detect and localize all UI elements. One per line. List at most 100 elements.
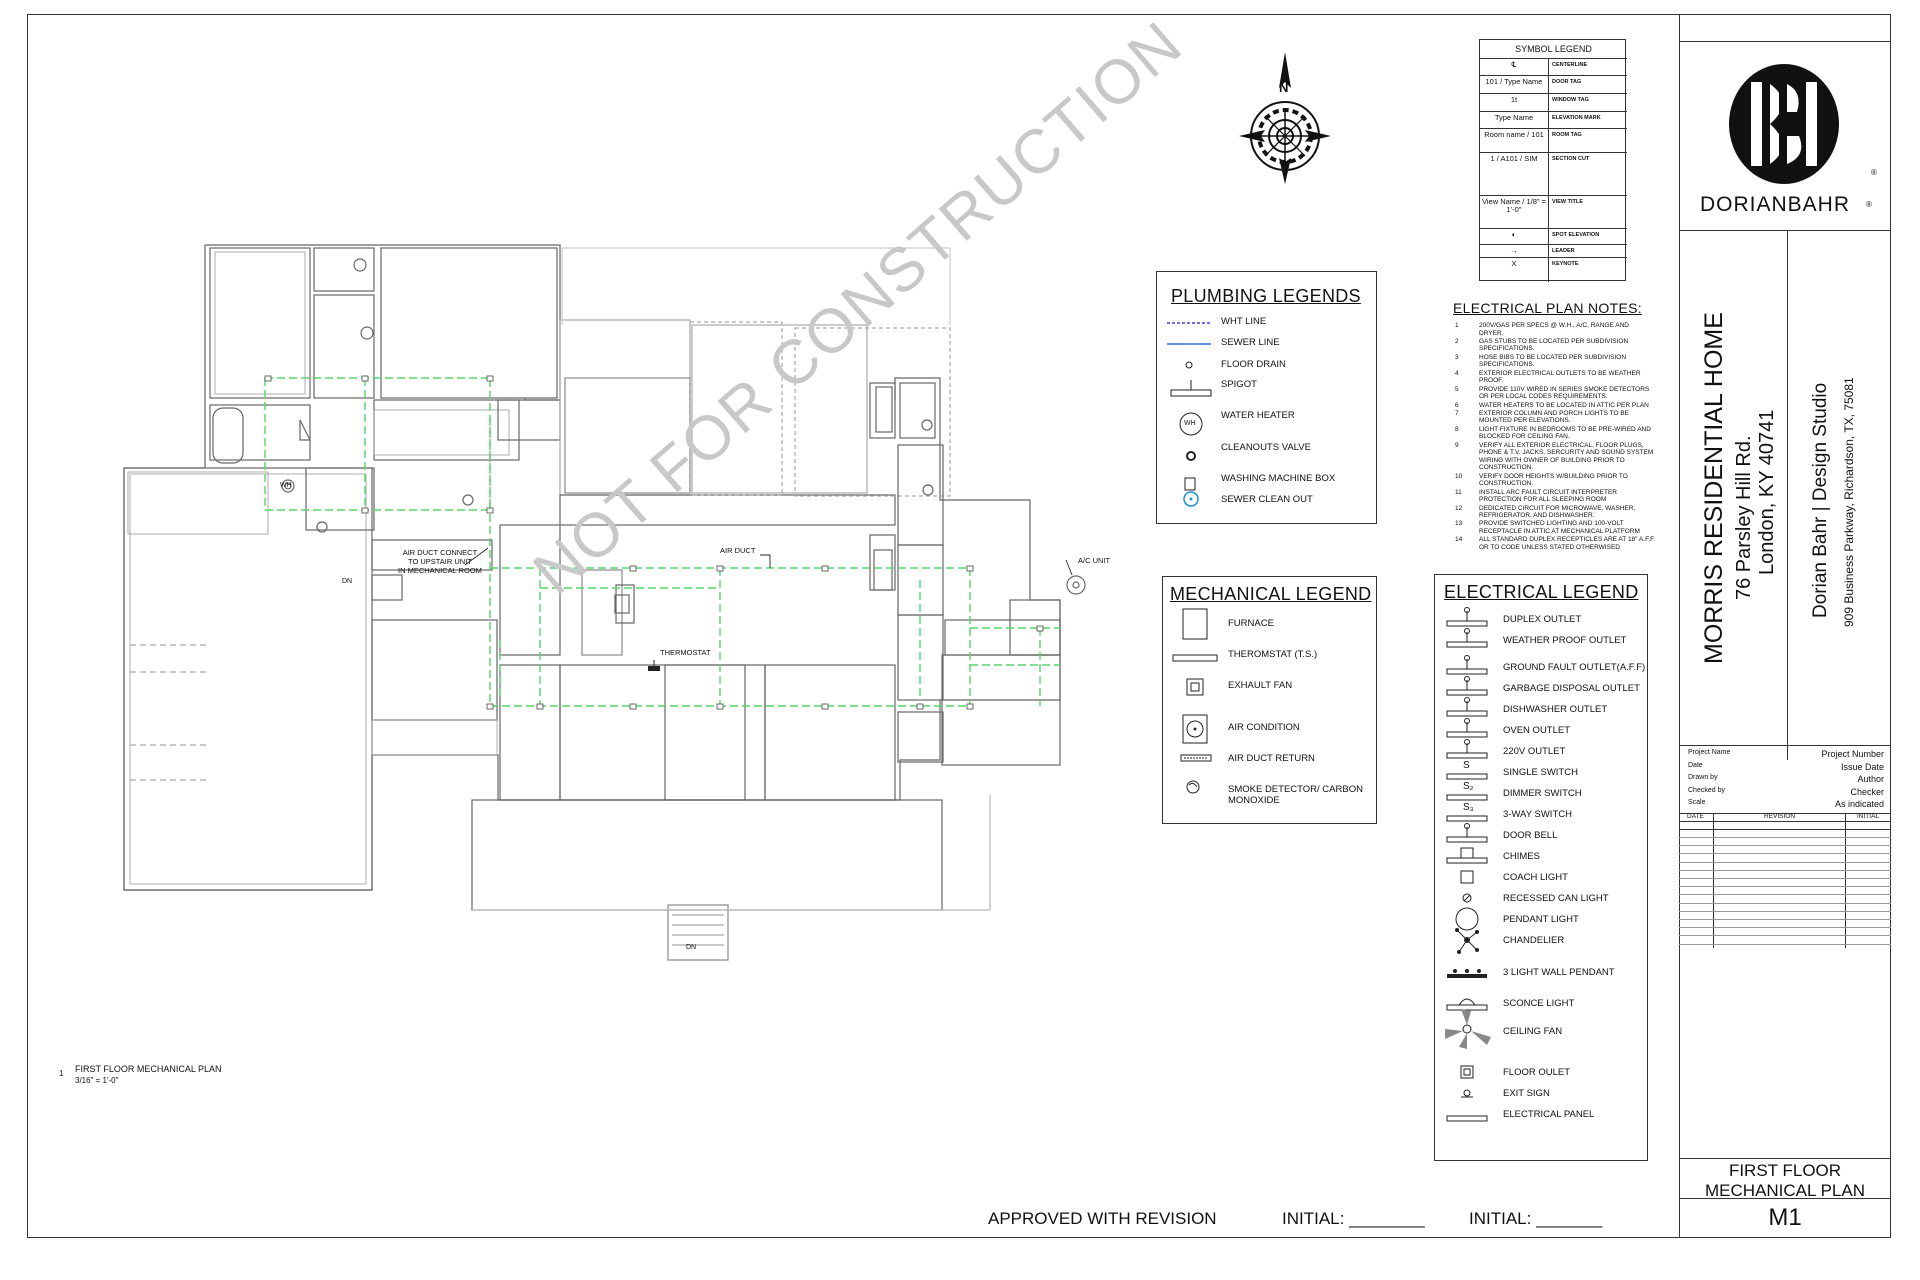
- title-block: [1679, 14, 1891, 1238]
- note-text: OR TO CODE UNLESS STATED OTHERWISED: [1479, 543, 1620, 551]
- electrical-symbol-icon: [1446, 1115, 1488, 1122]
- switch-mark: S₂: [1463, 781, 1474, 792]
- revision-row: [1679, 837, 1891, 838]
- info-value: Author: [1857, 774, 1884, 784]
- note-number: 7: [1455, 409, 1459, 417]
- project-address-1: 76 Parsley Hill Rd.: [1733, 435, 1755, 600]
- electrical-item: DIMMER SWITCH: [1503, 788, 1582, 799]
- project-name: MORRIS RESIDENTIAL HOME: [1700, 312, 1728, 664]
- note-number: 8: [1455, 425, 1459, 433]
- revision-header-initial: INITIAL: [1857, 813, 1880, 820]
- logo-text-reg: ®: [1866, 200, 1872, 209]
- symbol-sample: →: [1510, 246, 1518, 255]
- studio-address: 909 Business Parkway, Richardson, TX, 75…: [1842, 377, 1856, 627]
- note-number: 5: [1455, 385, 1459, 393]
- electrical-item: DOOR BELL: [1503, 830, 1558, 841]
- electrical-item: DUPLEX OUTLET: [1503, 614, 1582, 625]
- note-text: RECEPTACLE IN ATTIC AT MECHANICAL PLATFO…: [1479, 527, 1640, 535]
- revision-row: [1679, 878, 1891, 879]
- symbol-legend-row: ◐SPOT ELEVATION: [1480, 228, 1627, 245]
- initial-field-1: INITIAL: ________: [1282, 1209, 1425, 1228]
- symbol-label: DOOR TAG: [1552, 79, 1582, 85]
- plan-room-garage: [123, 467, 373, 891]
- electrical-item: GROUND FAULT OUTLET(A.F.F): [1503, 662, 1646, 673]
- mech-item-furnace: FURNACE: [1228, 618, 1274, 629]
- electrical-symbol-icon: [1446, 794, 1488, 801]
- approved-with-revision: APPROVED WITH REVISION: [988, 1209, 1217, 1228]
- electrical-symbol-icon: [1460, 870, 1474, 884]
- logo-reg-mark: ®: [1871, 168, 1877, 177]
- electrical-symbol-icon: [1461, 1089, 1473, 1098]
- sheet-title: FIRST FLOOR MECHANICAL PLAN: [1705, 1161, 1865, 1200]
- view-title-name: FIRST FLOOR MECHANICAL PLAN: [75, 1064, 222, 1074]
- floor-plan: [123, 244, 1086, 961]
- electrical-symbol-icon: [1462, 893, 1472, 903]
- electrical-item: EXIT SIGN: [1503, 1088, 1550, 1099]
- electrical-symbol-icon: [1446, 823, 1488, 843]
- symbol-sample: 1 / A101 / SIM: [1490, 154, 1538, 163]
- switch-mark: S: [1463, 760, 1470, 771]
- label-dn: DN: [342, 578, 353, 585]
- sheet-number: M1: [1768, 1204, 1802, 1231]
- electrical-symbol-icon: [1447, 969, 1487, 978]
- plumbing-item-washing-machine: WASHING MACHINE BOX: [1221, 473, 1336, 484]
- electrical-item: 3-WAY SWITCH: [1503, 809, 1572, 820]
- electrical-item: GARBAGE DISPOSAL OUTLET: [1503, 683, 1640, 694]
- electrical-symbol-icon: [1446, 739, 1488, 759]
- plumbing-item-sewer-line: SEWER LINE: [1221, 337, 1280, 348]
- symbol-label: SPOT ELEVATION: [1552, 232, 1600, 238]
- note-text: PROVIDE SWITCHED LIGHTING AND 100-VOLT: [1479, 520, 1624, 528]
- symbol-label: SECTION CUT: [1552, 156, 1590, 162]
- symbol-sample: X: [1511, 259, 1517, 268]
- electrical-item: FLOOR OULET: [1503, 1067, 1571, 1078]
- electrical-symbol-icon: [1455, 907, 1479, 931]
- plumbing-item-sewer-clean-out: SEWER CLEAN OUT: [1221, 494, 1313, 505]
- note-number: 3: [1455, 353, 1459, 361]
- water-heater-symbol-text: WH: [1184, 420, 1196, 427]
- revision-row: [1679, 894, 1891, 896]
- note-text: WATER HEATERS TO BE LOCATED IN ATTIC PER…: [1479, 401, 1649, 409]
- electrical-item: 220V OUTLET: [1503, 746, 1566, 757]
- electrical-item: OVEN OUTLET: [1503, 725, 1571, 736]
- note-text: PROTECTION FOR ALL SLEEPING ROOM: [1479, 496, 1607, 504]
- electrical-symbol-icon: [1446, 815, 1488, 822]
- switch-mark: S₃: [1463, 802, 1474, 813]
- electrical-notes-title: ELECTRICAL PLAN NOTES:: [1453, 300, 1642, 316]
- revision-row: [1679, 886, 1891, 888]
- north-arrow-icon: [1239, 52, 1331, 184]
- logo-text: DORIANBAHR: [1700, 193, 1851, 216]
- mech-item-smoke-detector: SMOKE DETECTOR/ CARBON MONOXIDE: [1228, 784, 1363, 806]
- symbol-label: VIEW TITLE: [1552, 199, 1583, 205]
- electrical-item: PENDANT LIGHT: [1503, 914, 1579, 925]
- symbol-legend-row: →LEADER: [1480, 244, 1627, 258]
- view-title-scale: 3/16" = 1'-0": [75, 1076, 119, 1085]
- electrical-symbol-icon: [1455, 928, 1479, 954]
- plumbing-legend: PLUMBING LEGENDS WH WHT LINE SEWER LINE …: [1156, 271, 1377, 524]
- revision-row: [1679, 853, 1891, 855]
- note-text: GAS STUBS TO BE LOCATED PER SUBDIVISION: [1479, 337, 1629, 345]
- electrical-symbol-icon: [1446, 998, 1488, 1011]
- note-number: 2: [1455, 337, 1459, 345]
- electrical-symbol-icon: [1446, 718, 1488, 738]
- electrical-item: DISHWASHER OUTLET: [1503, 704, 1608, 715]
- symbol-label: KEYNOTE: [1552, 261, 1579, 267]
- note-number: 11: [1455, 488, 1462, 496]
- info-label: Scale: [1688, 799, 1706, 806]
- symbol-sample: Room name / 101: [1484, 130, 1544, 139]
- symbol-sample: ℄: [1511, 60, 1517, 69]
- north-label: N: [1279, 80, 1289, 95]
- mechanical-legend: MECHANICAL LEGEND FURNACE THEROMSTAT (T.…: [1162, 576, 1377, 824]
- label-dn-porch: DN: [686, 944, 697, 951]
- note-text: MOUNTED PER ELEVATIONS.: [1479, 417, 1571, 425]
- revision-row: [1679, 845, 1891, 847]
- revision-row: [1679, 935, 1891, 937]
- note-text: DEDICATED CIRCUIT FOR MICROWAVE, WASHER,: [1479, 504, 1636, 512]
- note-number: 1: [1455, 322, 1459, 329]
- view-title-number: 1: [59, 1069, 64, 1078]
